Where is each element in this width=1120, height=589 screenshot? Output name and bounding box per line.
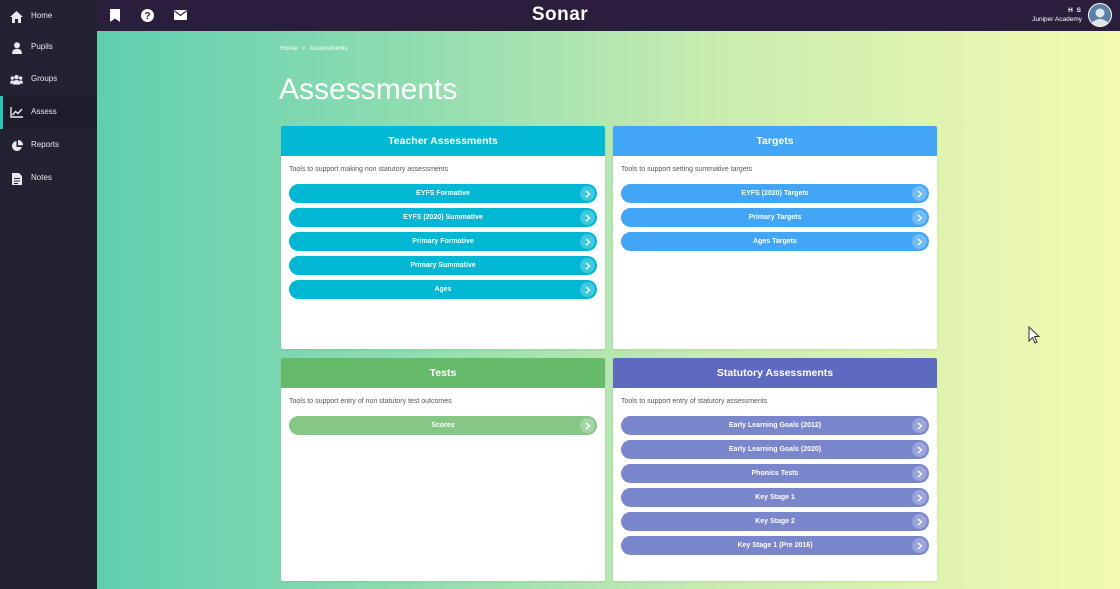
chart-line-icon [10, 106, 23, 119]
key-stage-1-button[interactable]: Key Stage 1 [621, 488, 929, 507]
sidebar-item-notes[interactable]: Notes [0, 162, 97, 195]
ages-targets-button[interactable]: Ages Targets [621, 232, 929, 251]
brand-logo: Sonar [531, 4, 589, 25]
elg-2020-button[interactable]: Early Learning Goals (2020) [621, 440, 929, 459]
page-title: Assessments [279, 73, 458, 106]
help-icon[interactable]: ? [139, 7, 155, 23]
button-label: Key Stage 1 [755, 494, 795, 501]
chevron-right-icon [912, 466, 927, 481]
card-description: Tools to support making non statutory as… [289, 166, 449, 173]
chevron-right-icon [912, 442, 927, 457]
breadcrumb-home[interactable]: Home [280, 45, 298, 52]
chevron-right-icon [912, 490, 927, 505]
button-label: Key Stage 1 (Pre 2016) [737, 542, 813, 549]
mail-icon[interactable] [172, 7, 188, 23]
chevron-right-icon [912, 514, 927, 529]
chevron-right-icon [580, 234, 595, 249]
phonics-tests-button[interactable]: Phonics Tests [621, 464, 929, 483]
chevron-right-icon [580, 282, 595, 297]
chevron-right-icon [912, 186, 927, 201]
button-label: EYFS (2020) Summative [403, 214, 483, 221]
card-teacher-assessments: Teacher Assessments Tools to support mak… [281, 126, 605, 349]
sidebar-item-label: Notes [31, 173, 52, 182]
eyfs-2020-targets-button[interactable]: EYFS (2020) Targets [621, 184, 929, 203]
sidebar-item-home[interactable]: Home [0, 0, 97, 33]
home-icon [10, 10, 23, 23]
breadcrumb-separator: > [301, 45, 306, 52]
sidebar-item-label: Pupils [31, 42, 53, 51]
card-description: Tools to support entry of non statutory … [289, 398, 452, 405]
sidebar-item-pupils[interactable]: Pupils [0, 31, 97, 64]
card-description: Tools to support setting summative targe… [621, 166, 753, 173]
avatar[interactable] [1088, 3, 1112, 27]
card-description: Tools to support entry of statutory asse… [621, 398, 768, 405]
card-statutory-assessments: Statutory Assessments Tools to support e… [613, 358, 937, 581]
chevron-right-icon [912, 210, 927, 225]
button-label: EYFS (2020) Targets [741, 190, 809, 197]
chevron-right-icon [912, 418, 927, 433]
user-initials: H S [1068, 7, 1082, 14]
button-label: Early Learning Goals (2020) [728, 446, 822, 453]
button-label: Key Stage 2 [755, 518, 795, 525]
sidebar-item-label: Groups [31, 74, 58, 83]
eyfs-2020-summative-button[interactable]: EYFS (2020) Summative [289, 208, 597, 227]
scores-button[interactable]: Scores [289, 416, 597, 435]
button-label: Scores [431, 422, 455, 429]
sidebar-item-label: Home [31, 11, 53, 20]
mouse-cursor-icon [1028, 325, 1041, 349]
button-label: EYFS Formative [416, 190, 470, 197]
sidebar-item-assess[interactable]: Assess [0, 96, 97, 129]
eyfs-formative-button[interactable]: EYFS Formative [289, 184, 597, 203]
button-label: Ages [434, 286, 452, 293]
card-title: Tests [281, 358, 605, 388]
card-tests: Tests Tools to support entry of non stat… [281, 358, 605, 581]
card-title: Statutory Assessments [613, 358, 937, 388]
card-title: Teacher Assessments [281, 126, 605, 156]
chevron-right-icon [580, 418, 595, 433]
ages-button[interactable]: Ages [289, 280, 597, 299]
chevron-right-icon [912, 234, 927, 249]
button-label: Primary Summative [410, 262, 476, 269]
chevron-right-icon [912, 538, 927, 553]
sidebar-item-reports[interactable]: Reports [0, 129, 97, 162]
breadcrumb-current: Assessments [309, 45, 348, 52]
primary-targets-button[interactable]: Primary Targets [621, 208, 929, 227]
pie-chart-icon [10, 139, 23, 152]
button-label: Primary Targets [748, 214, 802, 221]
user-school: Juniper Academy [1032, 15, 1082, 23]
elg-2012-button[interactable]: Early Learning Goals (2012) [621, 416, 929, 435]
button-label: Phonics Tests [751, 470, 799, 477]
primary-formative-button[interactable]: Primary Formative [289, 232, 597, 251]
button-label: Ages Targets [753, 238, 797, 245]
bookmark-icon[interactable] [107, 7, 123, 23]
sidebar-item-label: Reports [31, 140, 60, 149]
person-icon [10, 41, 23, 54]
group-icon [10, 73, 23, 86]
top-bar: ? Sonar H S Juniper Academy [97, 0, 1120, 31]
card-title: Targets [613, 126, 937, 156]
sidebar-item-groups[interactable]: Groups [0, 63, 97, 96]
note-icon [10, 172, 23, 185]
svg-text:?: ? [144, 11, 150, 22]
chevron-right-icon [580, 186, 595, 201]
card-targets: Targets Tools to support setting summati… [613, 126, 937, 349]
sidebar-item-label: Assess [31, 107, 57, 116]
primary-summative-button[interactable]: Primary Summative [289, 256, 597, 275]
breadcrumb: Home>Assessments [280, 45, 348, 52]
key-stage-1-pre-2016-button[interactable]: Key Stage 1 (Pre 2016) [621, 536, 929, 555]
user-info[interactable]: H S Juniper Academy [1032, 7, 1082, 23]
chevron-right-icon [580, 210, 595, 225]
key-stage-2-button[interactable]: Key Stage 2 [621, 512, 929, 531]
sidebar: Home Pupils Groups Assess Reports Notes [0, 0, 97, 589]
chevron-right-icon [580, 258, 595, 273]
button-label: Primary Formative [412, 238, 474, 245]
button-label: Early Learning Goals (2012) [728, 422, 822, 429]
main-content: Home>Assessments Assessments Teacher Ass… [97, 31, 1120, 589]
